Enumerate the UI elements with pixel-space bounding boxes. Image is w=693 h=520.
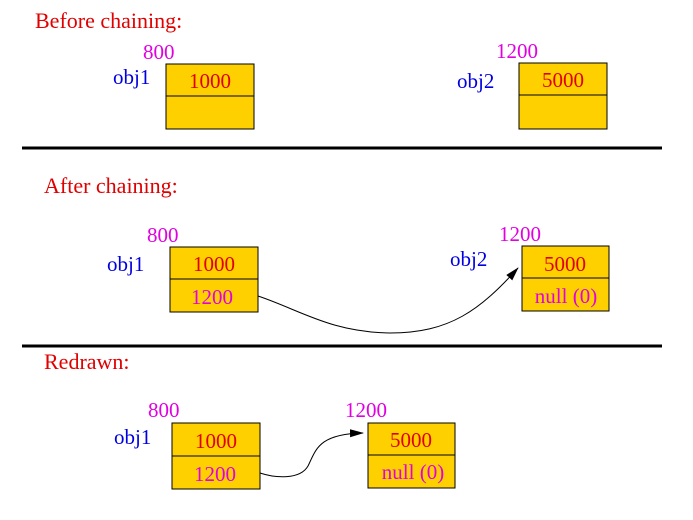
after-obj2-field1: 5000 [544, 252, 586, 276]
before-obj1-field1-cell [165, 63, 255, 97]
after-obj2: 1200 obj2 5000 null (0) [450, 222, 610, 312]
redrawn-obj1-field1-cell [171, 422, 261, 457]
before-obj2-field1: 5000 [542, 68, 584, 92]
heading-after: After chaining: [44, 173, 178, 198]
section-after: After chaining: 800 obj1 1000 1200 1200 … [44, 173, 610, 334]
before-obj2: 1200 obj2 5000 [457, 39, 608, 130]
after-obj2-field2: null (0) [535, 284, 597, 308]
before-obj1-name: obj1 [113, 65, 150, 89]
after-obj1-field1: 1000 [193, 252, 235, 276]
section-before: Before chaining: 800 obj1 1000 1200 obj2… [35, 8, 608, 130]
redrawn-obj1-field2: 1200 [194, 462, 236, 486]
heading-redrawn: Redrawn: [44, 349, 130, 374]
redrawn-obj1-address: 800 [148, 398, 180, 422]
after-obj1-name: obj1 [107, 252, 144, 276]
before-obj2-address: 1200 [496, 39, 538, 63]
section-redrawn: Redrawn: 800 obj1 1000 1200 1200 5000 nu… [44, 349, 456, 490]
redrawn-obj2-address: 1200 [345, 398, 387, 422]
redrawn-obj1: 800 obj1 1000 1200 [114, 398, 261, 490]
redrawn-obj1-field1: 1000 [195, 429, 237, 453]
heading-before: Before chaining: [35, 8, 182, 33]
redrawn-obj2-field2: null (0) [382, 460, 444, 484]
after-obj2-field1-cell [521, 245, 610, 279]
after-obj1-field2-cell [169, 278, 259, 313]
after-obj2-name: obj2 [450, 247, 487, 271]
before-obj2-field1-cell [518, 62, 608, 96]
before-obj1: 800 obj1 1000 [113, 40, 255, 130]
after-obj2-field2-cell [521, 277, 610, 312]
before-obj2-name: obj2 [457, 69, 494, 93]
after-pointer-arrow [257, 267, 519, 334]
after-obj2-address: 1200 [499, 222, 541, 246]
after-obj1-address: 800 [147, 223, 179, 247]
before-obj2-field2-cell [518, 94, 608, 130]
redrawn-obj1-field2-cell [171, 455, 261, 490]
redrawn-obj2-field1: 5000 [390, 428, 432, 452]
redrawn-pointer-arrow [259, 429, 364, 478]
before-obj1-field1: 1000 [189, 69, 231, 93]
after-obj1: 800 obj1 1000 1200 [107, 223, 259, 313]
before-obj1-field2-cell [165, 95, 255, 130]
before-obj1-address: 800 [143, 40, 175, 64]
redrawn-obj1-name: obj1 [114, 425, 151, 449]
after-obj1-field2: 1200 [191, 285, 233, 309]
redrawn-obj2-field2-cell [367, 454, 456, 489]
redrawn-obj2: 1200 5000 null (0) [345, 398, 456, 489]
